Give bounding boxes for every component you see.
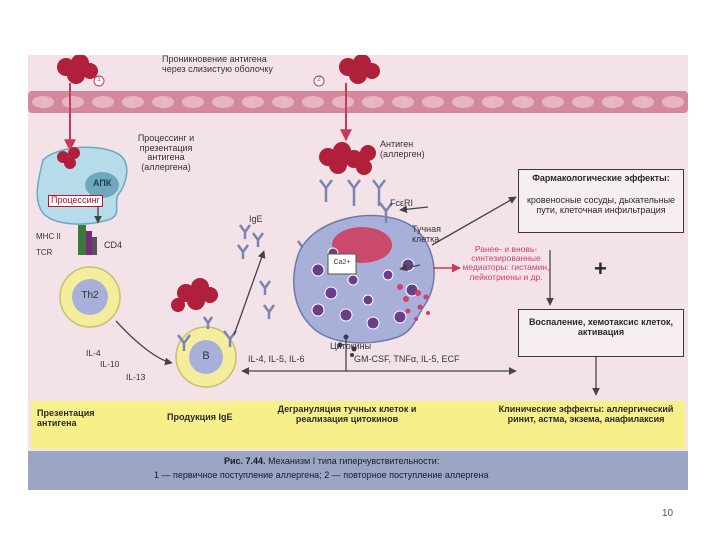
diagram-graphic xyxy=(28,55,688,426)
penetration-label: Проникновение антигена через слизистую о… xyxy=(162,55,273,74)
th-cytokines-2: IL-10 xyxy=(100,359,120,369)
processing-badge: Процессинг xyxy=(48,195,103,207)
released-mediators xyxy=(397,284,430,321)
allergen-on-mast-cell xyxy=(319,142,376,175)
mast-granules xyxy=(311,247,419,330)
apc-label: АПК xyxy=(93,178,112,188)
page-number: 10 xyxy=(662,508,674,519)
flow-step-3: Дегрануляция тучных клеток и реализация … xyxy=(277,404,417,424)
arrow-mast-label xyxy=(399,263,421,272)
flow-step-1: Презентация антигена xyxy=(37,408,95,428)
pharm-effects-box: Фармакологические эффекты: кровеносные с… xyxy=(518,169,684,233)
apc-nucleus xyxy=(85,172,119,198)
ca-box xyxy=(327,253,357,275)
allergen-top-right xyxy=(339,55,380,84)
figure: Проникновение антигена через слизистую о… xyxy=(28,55,688,490)
b-cytokines-label: IL-4, IL-5, IL-6 xyxy=(248,354,305,364)
mediators-label: Ранее- и вновь-синтезированные медиаторы… xyxy=(462,244,550,282)
mast-cytokines-label: GM-CSF, TNFα, IL-5, ECF xyxy=(354,354,460,364)
caption-title: Рис. 7.44. xyxy=(224,456,266,466)
arrow-b-ige xyxy=(233,250,266,336)
pharm-body: кровеносные сосуды, дыхательные пути, кл… xyxy=(526,195,676,215)
inflammation-box: Воспаление, хемотаксис клеток, активация xyxy=(518,309,684,357)
th-cytokines-3: IL-13 xyxy=(126,372,146,382)
mhc-molecule xyxy=(78,225,86,255)
arrow-th2-b xyxy=(115,320,173,366)
tcr-molecule xyxy=(86,231,92,255)
mast-label: Тучная клетка xyxy=(412,224,442,244)
marker-2-label: 2 xyxy=(317,76,321,83)
th-cytokines-1: IL-4 xyxy=(86,348,101,358)
marker-1-top xyxy=(93,75,105,87)
allergen-in-apc xyxy=(57,147,80,169)
processing-label: Процессинг и презентация антигена (аллер… xyxy=(137,133,195,173)
ige-label: IgE xyxy=(249,214,263,224)
cd4-molecule xyxy=(92,237,97,255)
antigen-label: Антиген (аллерген) xyxy=(380,139,425,159)
mhc-label: MHC II xyxy=(36,232,61,241)
fc-receptors xyxy=(319,179,393,223)
b-cell-nucleus xyxy=(189,340,223,374)
fcer-label: FcεRI xyxy=(390,198,414,208)
ca-label: Ca2+ xyxy=(333,259,351,266)
flow-step-4: Клинические эффекты: аллергический ринит… xyxy=(498,404,674,424)
tcr-label: TCR xyxy=(36,248,53,257)
arrow-fcer xyxy=(399,205,429,214)
flow-step-2: Продукция IgE xyxy=(167,412,233,422)
caption-main: Механизм I типа гиперчувствительности: xyxy=(268,456,440,466)
cd4-label: CD4 xyxy=(104,240,123,250)
allergen-top-left xyxy=(57,55,98,84)
b-label: B xyxy=(202,350,210,362)
inflammation-text: Воспаление, хемотаксис клеток, активация xyxy=(528,317,674,337)
marker-2-top xyxy=(313,75,325,87)
cytokines-label: Цитокины xyxy=(330,341,372,351)
pharm-title: Фармакологические эффекты: xyxy=(532,173,670,183)
allergen-on-b-cell xyxy=(171,278,218,312)
plus-sign: + xyxy=(594,256,607,281)
caption-legend: 1 — первичное поступление аллергена; 2 —… xyxy=(154,470,489,480)
th2-label: Th2 xyxy=(81,290,99,301)
figure-caption: Рис. 7.44. Механизм I типа гиперчувствит… xyxy=(28,451,688,490)
arrow-mast-pharm xyxy=(431,196,517,246)
mucosa-membrane xyxy=(28,91,688,113)
marker-1-label: 1 xyxy=(97,76,101,83)
th2-nucleus xyxy=(72,279,108,315)
flow-bar: Презентация антигена Продукция IgE Дегра… xyxy=(31,401,685,449)
